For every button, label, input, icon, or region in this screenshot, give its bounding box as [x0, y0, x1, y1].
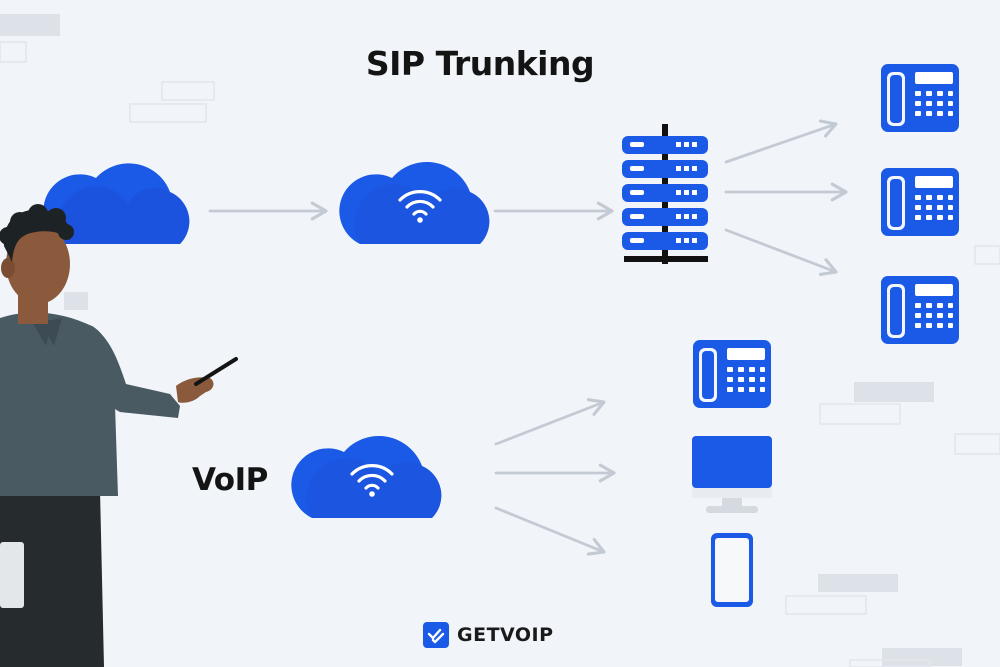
connector-arrows [208, 119, 848, 556]
background-decoration [0, 14, 1000, 667]
presenter-person [0, 204, 238, 667]
cloud-icon [43, 163, 190, 244]
wifi-cloud-icon [291, 435, 442, 518]
voip-label: VoIP [192, 462, 268, 498]
arrow-voip-to-mobile [494, 506, 606, 556]
arrow-server-to-phone-3 [724, 228, 838, 276]
diagram-title: SIP Trunking [365, 44, 595, 83]
brand-name: GETVOIP [457, 624, 554, 646]
arrow-server-to-phone-1 [724, 119, 838, 164]
arrow-voip-to-phone [494, 398, 606, 446]
checkmark-badge-icon [423, 622, 449, 648]
monitor-icon [692, 436, 772, 513]
smartphone-icon [711, 533, 753, 607]
desk-phone-icon [693, 340, 771, 408]
server-rack-icon [622, 124, 708, 264]
desk-phone-icon [881, 168, 959, 236]
wifi-cloud-icon [339, 161, 490, 244]
desk-phone-icon [881, 276, 959, 344]
brand-logo[interactable]: GETVOIP [423, 622, 554, 648]
desk-phone-icon [881, 64, 959, 132]
